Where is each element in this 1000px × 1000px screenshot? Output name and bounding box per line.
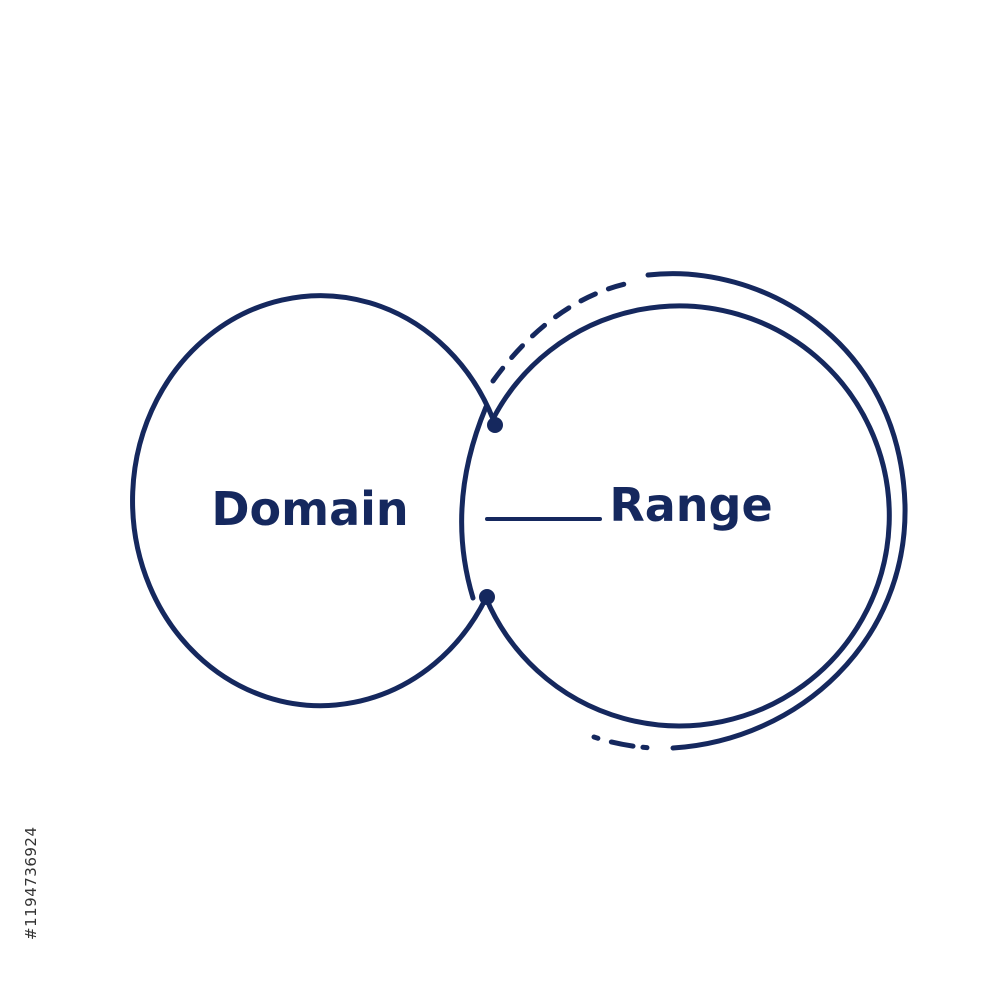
stock-id-text: #1194736924	[22, 826, 40, 940]
outer-orbit-arc	[645, 271, 908, 751]
intersection-dot-bottom	[479, 589, 495, 605]
range-circle	[483, 303, 892, 729]
stock-id-watermark: #1194736924	[22, 760, 40, 940]
orbit-dashed-top	[490, 281, 628, 384]
domain-label: Domain	[211, 482, 408, 536]
domain-circle	[130, 293, 496, 709]
range-overlap-arc	[459, 404, 489, 601]
intersection-dot-top	[487, 417, 503, 433]
orbit-dashed-bottom	[591, 734, 655, 751]
range-label: Range	[609, 478, 772, 532]
